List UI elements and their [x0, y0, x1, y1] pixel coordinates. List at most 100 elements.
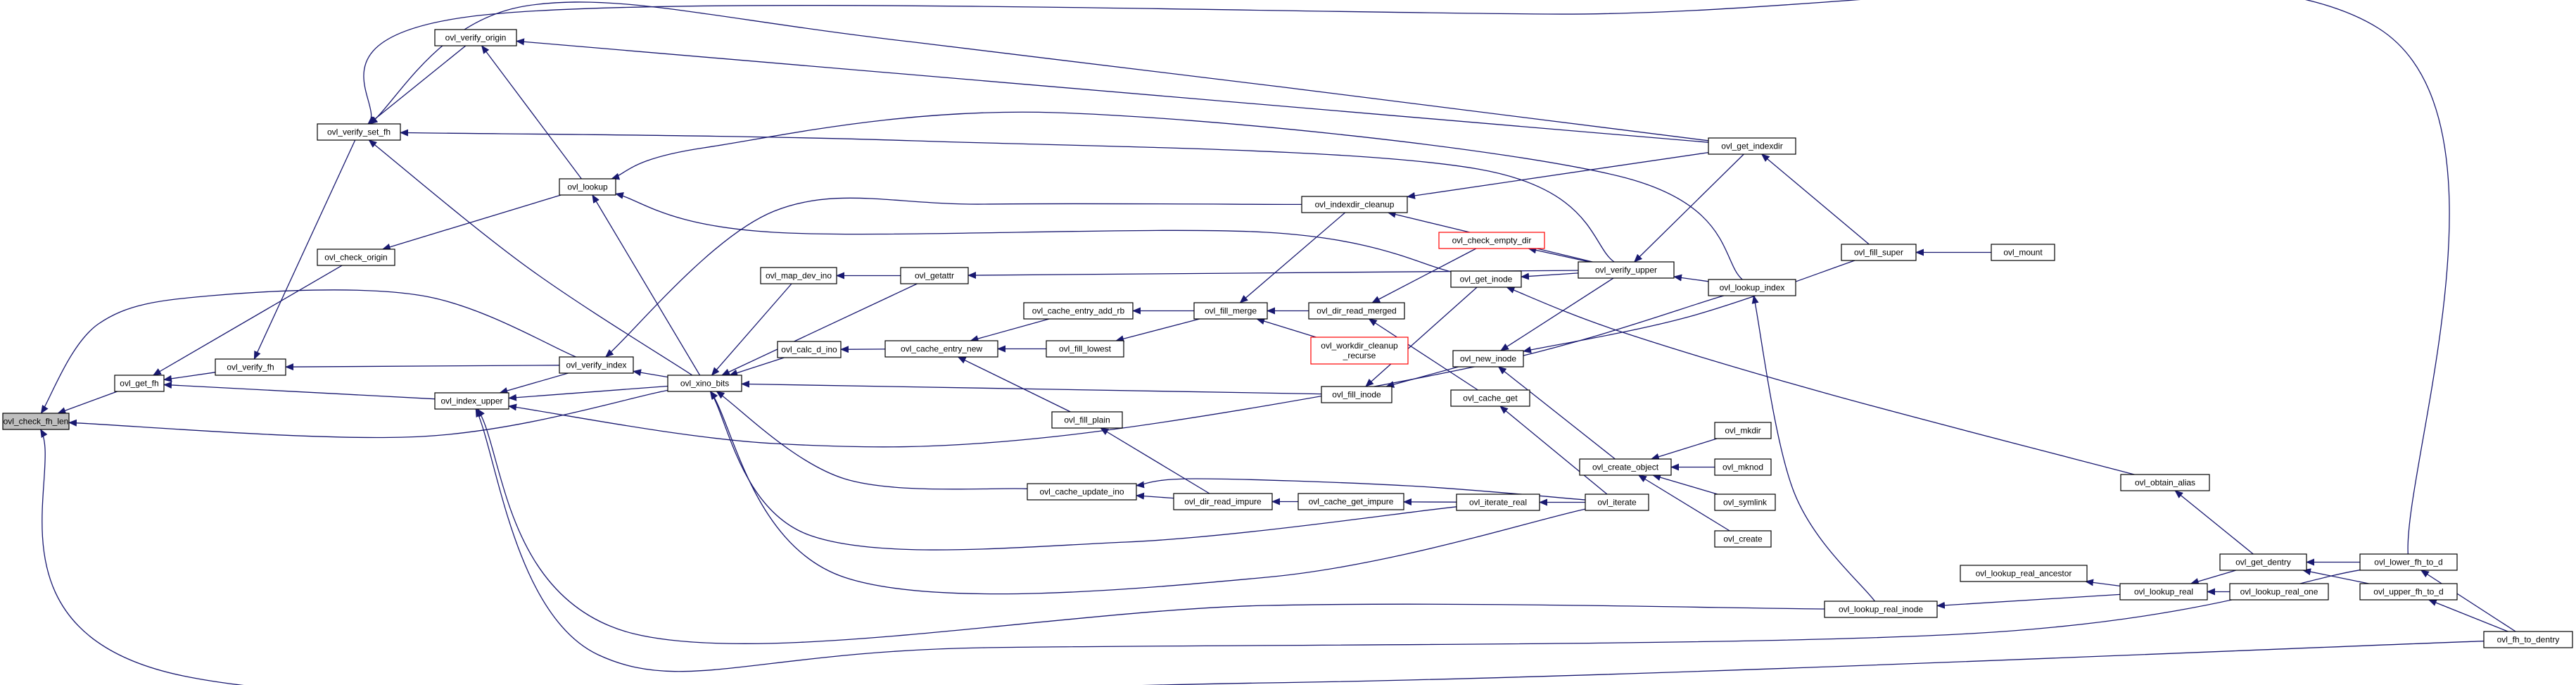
- node-label: ovl_mount: [2003, 248, 2043, 258]
- node-label: ovl_calc_d_ino: [781, 345, 837, 355]
- node-ovl_verify_upper[interactable]: ovl_verify_upper: [1578, 261, 1675, 279]
- node-label: ovl_workdir_cleanup: [1321, 341, 1398, 351]
- node-ovl_map_dev_ino[interactable]: ovl_map_dev_ino: [760, 267, 837, 284]
- node-box: [1173, 493, 1273, 510]
- node-box: [1585, 494, 1649, 511]
- edge-ovl_new_inode-to-ovl_fill_inode: [1385, 366, 1459, 388]
- node-box: [1321, 386, 1392, 403]
- node-ovl_cache_entry_new[interactable]: ovl_cache_entry_new: [884, 340, 998, 358]
- node-ovl_lookup_real_ancestor[interactable]: ovl_lookup_real_ancestor: [1960, 565, 2088, 582]
- node-ovl_lookup_index[interactable]: ovl_lookup_index: [1708, 279, 1796, 296]
- node-box: [884, 340, 998, 358]
- node-label: ovl_index_upper: [440, 396, 502, 406]
- node-ovl_get_inode[interactable]: ovl_get_inode: [1450, 270, 1522, 288]
- node-box: [1991, 244, 2055, 261]
- node-ovl_iterate[interactable]: ovl_iterate: [1585, 494, 1649, 511]
- node-ovl_upper_fh_to_d[interactable]: ovl_upper_fh_to_d: [2359, 583, 2458, 601]
- node-ovl_calc_d_ino[interactable]: ovl_calc_d_ino: [777, 341, 842, 358]
- node-ovl_mount[interactable]: ovl_mount: [1991, 244, 2055, 261]
- node-ovl_new_inode[interactable]: ovl_new_inode: [1452, 350, 1524, 367]
- node-ovl_indexdir_cleanup[interactable]: ovl_indexdir_cleanup: [1301, 196, 1408, 213]
- edge-ovl_lookup_real-to-ovl_lookup_real_inode: [1936, 593, 2121, 609]
- node-box: [2229, 583, 2329, 601]
- node-ovl_get_dentry[interactable]: ovl_get_dentry: [2219, 553, 2307, 571]
- node-box: [1027, 483, 1137, 501]
- node-box: [1714, 458, 1772, 476]
- node-ovl_cache_get[interactable]: ovl_cache_get: [1450, 389, 1530, 407]
- edge-ovl_lookup_real_inode-to-ovl_index_upper: [476, 408, 1825, 645]
- edge-ovl_symlink-to-ovl_create_object: [1652, 474, 1718, 495]
- node-ovl_lower_fh_to_d[interactable]: ovl_lower_fh_to_d: [2359, 553, 2458, 571]
- node-box: [2, 413, 70, 430]
- node-ovl_fill_plain[interactable]: ovl_fill_plain: [1051, 411, 1123, 429]
- node-box: [317, 249, 395, 266]
- node-ovl_fill_inode[interactable]: ovl_fill_inode: [1321, 386, 1392, 403]
- node-ovl_verify_fh[interactable]: ovl_verify_fh: [215, 358, 286, 376]
- node-ovl_fill_merge[interactable]: ovl_fill_merge: [1193, 302, 1268, 320]
- node-label: ovl_verify_set_fh: [327, 127, 391, 137]
- node-ovl_index_upper[interactable]: ovl_index_upper: [434, 392, 509, 410]
- edge-ovl_verify_upper-to-ovl_get_inode: [1521, 272, 1579, 280]
- node-ovl_mkdir[interactable]: ovl_mkdir: [1714, 422, 1772, 439]
- edge-ovl_indexdir_cleanup-to-ovl_verify_index: [605, 197, 1302, 358]
- edge-ovl_xino_bits-to-ovl_verify_index: [633, 369, 668, 378]
- node-ovl_check_origin[interactable]: ovl_check_origin: [317, 249, 395, 266]
- node-label: ovl_fill_inode: [1332, 390, 1381, 400]
- edge-ovl_fh_to_dentry-to-ovl_check_fh_len: [40, 429, 2485, 685]
- node-ovl_cache_get_impure[interactable]: ovl_cache_get_impure: [1297, 493, 1404, 510]
- node-ovl_get_indexdir[interactable]: ovl_get_indexdir: [1708, 137, 1796, 155]
- node-ovl_getattr[interactable]: ovl_getattr: [900, 267, 969, 284]
- node-label: ovl_check_fh_len: [4, 417, 69, 427]
- node-ovl_fill_lowest[interactable]: ovl_fill_lowest: [1046, 340, 1124, 358]
- node-ovl_check_empty_dir[interactable]: ovl_check_empty_dir: [1438, 232, 1545, 249]
- node-ovl_xino_bits[interactable]: ovl_xino_bits: [667, 375, 742, 392]
- node-ovl_symlink[interactable]: ovl_symlink: [1714, 494, 1776, 511]
- edge-ovl_xino_bits-to-ovl_index_upper: [508, 385, 668, 401]
- node-box: [215, 358, 286, 376]
- edge-ovl_obtain_alias-to-ovl_get_inode: [1506, 287, 2135, 475]
- edge-ovl_lookup-to-ovl_check_origin: [381, 194, 561, 251]
- edge-ovl_fill_super-to-ovl_new_inode: [1523, 260, 1855, 353]
- node-label: ovl_fill_lowest: [1059, 344, 1112, 354]
- node-ovl_workdir_cleanup_recurse[interactable]: ovl_workdir_cleanup_recurse: [1310, 337, 1409, 365]
- node-ovl_create[interactable]: ovl_create: [1714, 530, 1772, 548]
- node-label: _recurse: [1343, 351, 1376, 360]
- node-ovl_lookup[interactable]: ovl_lookup: [559, 178, 616, 196]
- edge-ovl_verify_set_fh-to-ovl_verify_fh: [253, 139, 356, 360]
- edge-ovl_get_dentry-to-ovl_obtain_alias: [2174, 490, 2254, 555]
- node-ovl_create_object[interactable]: ovl_create_object: [1579, 458, 1672, 476]
- node-ovl_mknod[interactable]: ovl_mknod: [1714, 458, 1772, 476]
- node-ovl_check_fh_len[interactable]: ovl_check_fh_len: [2, 413, 70, 430]
- node-ovl_obtain_alias[interactable]: ovl_obtain_alias: [2120, 474, 2210, 491]
- node-ovl_dir_read_merged[interactable]: ovl_dir_read_merged: [1308, 302, 1405, 320]
- node-box: [1456, 494, 1540, 511]
- node-ovl_verify_origin[interactable]: ovl_verify_origin: [434, 29, 517, 46]
- node-box: [1824, 601, 1938, 618]
- node-box: [2359, 553, 2458, 571]
- node-ovl_verify_set_fh[interactable]: ovl_verify_set_fh: [317, 123, 401, 141]
- edge-ovl_verify_origin-to-ovl_verify_set_fh: [368, 45, 467, 125]
- edge-ovl_cache_update_ino-to-ovl_xino_bits: [716, 391, 1028, 490]
- node-label: ovl_upper_fh_to_d: [2373, 587, 2443, 597]
- node-ovl_fh_to_dentry[interactable]: ovl_fh_to_dentry: [2483, 631, 2573, 648]
- node-ovl_verify_index[interactable]: ovl_verify_index: [559, 356, 634, 374]
- node-box: [1193, 302, 1268, 320]
- node-box: [1708, 137, 1796, 155]
- node-label: ovl_lookup_real_ancestor: [1976, 569, 2072, 579]
- edge-ovl_iterate-to-ovl_cache_get: [1499, 406, 1608, 495]
- node-ovl_cache_entry_add_rb[interactable]: ovl_cache_entry_add_rb: [1023, 302, 1134, 320]
- node-label: ovl_cache_entry_new: [901, 344, 982, 354]
- node-ovl_lookup_real[interactable]: ovl_lookup_real: [2119, 583, 2208, 601]
- node-ovl_get_fh[interactable]: ovl_get_fh: [114, 375, 165, 392]
- node-ovl_lookup_real_inode[interactable]: ovl_lookup_real_inode: [1824, 601, 1938, 618]
- edge-ovl_create_object-to-ovl_new_inode: [1497, 366, 1616, 460]
- edge-ovl_fill_plain-to-ovl_cache_entry_new: [957, 356, 1071, 413]
- node-ovl_cache_update_ino[interactable]: ovl_cache_update_ino: [1027, 483, 1137, 501]
- node-box: [434, 29, 517, 46]
- node-ovl_iterate_real[interactable]: ovl_iterate_real: [1456, 494, 1540, 511]
- node-ovl_lookup_real_one[interactable]: ovl_lookup_real_one: [2229, 583, 2329, 601]
- node-ovl_fill_super[interactable]: ovl_fill_super: [1841, 244, 1917, 261]
- node-ovl_dir_read_impure[interactable]: ovl_dir_read_impure: [1173, 493, 1273, 510]
- edge-ovl_verify_upper-to-ovl_new_inode: [1500, 277, 1614, 351]
- node-box: [1301, 196, 1408, 213]
